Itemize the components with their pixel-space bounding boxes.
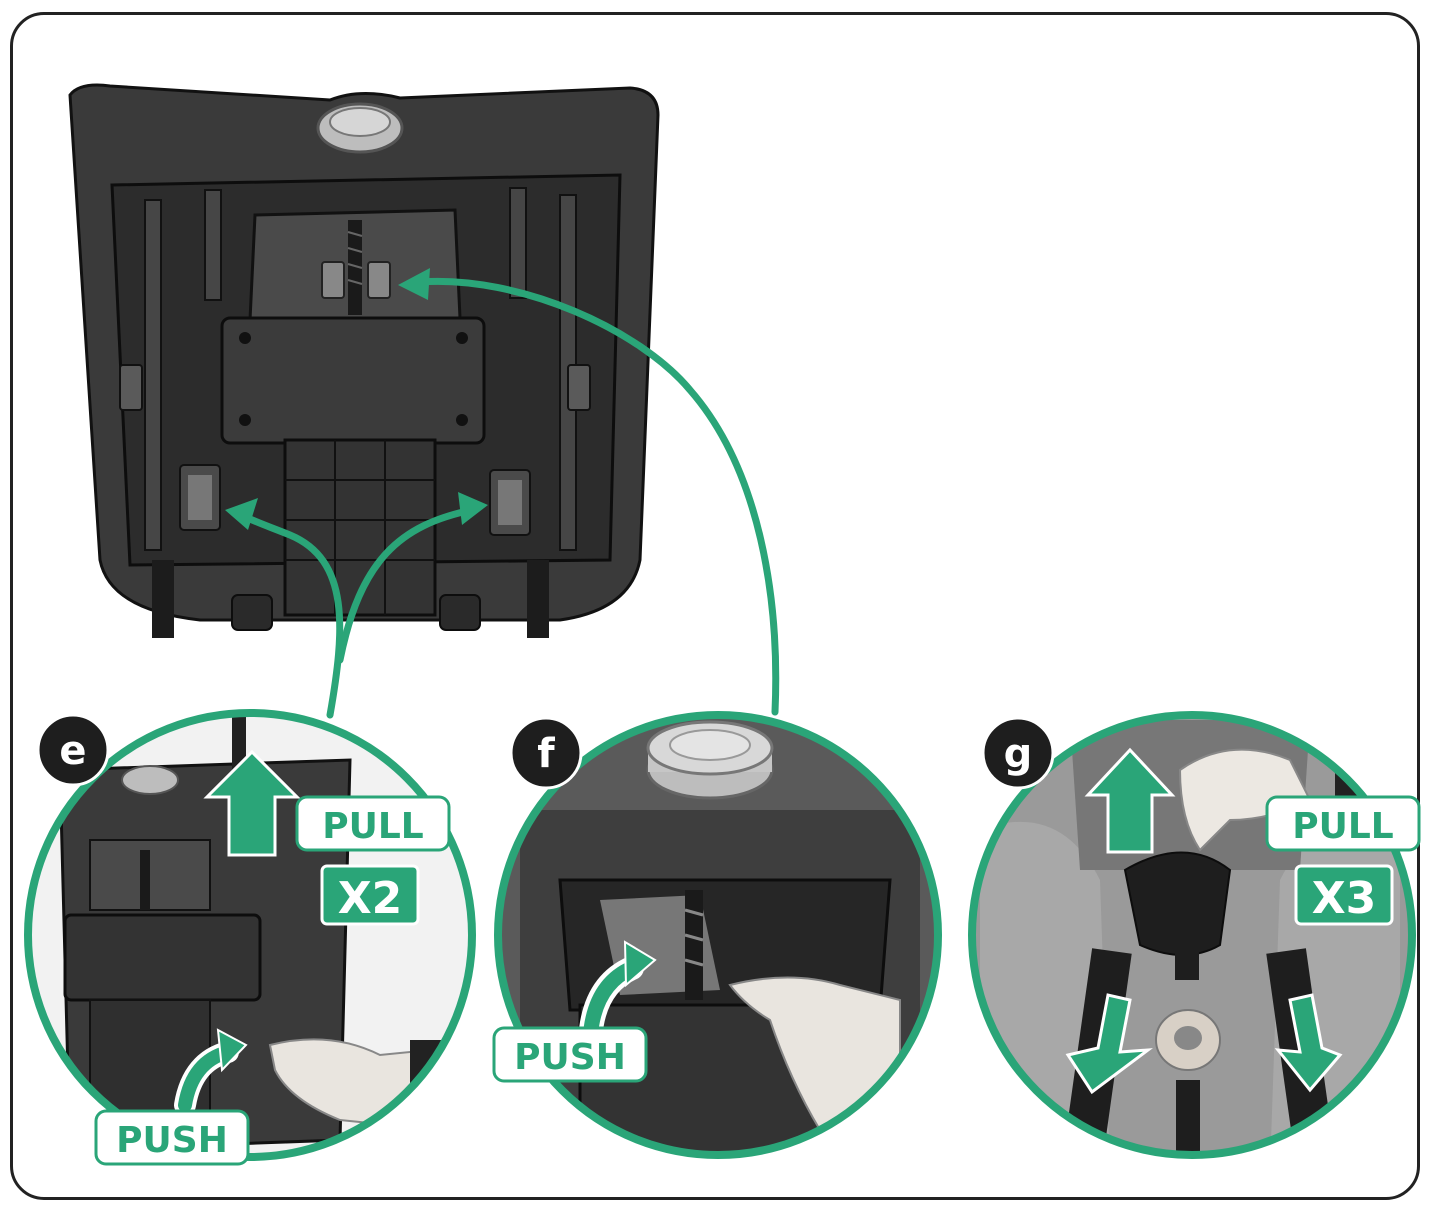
step-g-count-text: X3 <box>1312 873 1377 924</box>
connector-arrow-f <box>416 277 780 716</box>
pull-arrow-icon <box>1084 747 1176 854</box>
step-f-letter: f <box>537 731 555 777</box>
connector-arrow-e-right <box>336 506 476 664</box>
step-e-badge: e <box>36 713 110 787</box>
step-g-letter: g <box>1004 731 1033 777</box>
step-e-count-badge: X2 <box>320 864 420 926</box>
step-f-push-label: PUSH <box>492 1026 648 1083</box>
step-e-pull-label: PULL <box>295 795 451 852</box>
step-g-pull-label: PULL <box>1265 795 1421 852</box>
connector-arrowheads <box>225 268 488 530</box>
down-arrow-right-icon <box>1274 993 1343 1093</box>
step-f-badge: f <box>509 716 583 790</box>
step-e-pull-text: PULL <box>322 806 424 847</box>
step-g-badge: g <box>981 716 1055 790</box>
connector-arrows <box>238 277 780 719</box>
arrowhead-left <box>225 498 258 530</box>
step-e-letter: e <box>59 728 86 774</box>
seat-base-illustration <box>68 83 660 638</box>
arrowhead-right <box>458 492 488 525</box>
down-arrow-left-icon <box>1065 993 1153 1095</box>
arrowhead-top <box>398 268 430 300</box>
step-e-count-text: X2 <box>338 873 403 924</box>
step-g-count-badge: X3 <box>1294 864 1394 926</box>
step-e-push-label: PUSH <box>94 1109 250 1166</box>
step-e-panel <box>24 709 476 1161</box>
step-g-pull-text: PULL <box>1292 806 1394 847</box>
step-f-panel <box>494 711 942 1159</box>
step-e-push-text: PUSH <box>116 1120 228 1161</box>
pull-arrow-icon <box>203 749 301 857</box>
step-f-push-text: PUSH <box>514 1037 626 1078</box>
